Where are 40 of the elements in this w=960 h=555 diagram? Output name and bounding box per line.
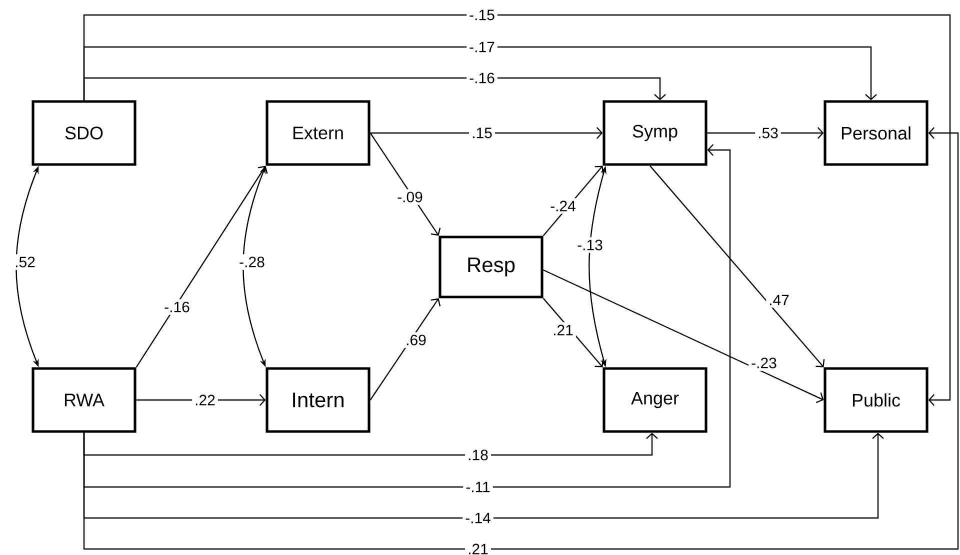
path-arrow — [543, 269, 824, 404]
path-coefficient: -.11 — [463, 479, 493, 495]
path-coefficient: .47 — [766, 292, 792, 308]
path-coefficient: .22 — [192, 392, 218, 408]
variable-box: Public — [824, 367, 928, 433]
path-coefficient: -.17 — [466, 39, 498, 55]
path-arrow — [83, 432, 658, 456]
path-arrow — [370, 127, 603, 139]
path-coefficient: -.28 — [236, 254, 268, 270]
variable-box: SDO — [32, 100, 136, 166]
variable-box: Extern — [266, 100, 370, 166]
path-arrow — [83, 432, 884, 519]
variable-box: Resp — [438, 236, 544, 298]
path-arrow — [136, 166, 268, 368]
path-coefficient: -.24 — [548, 198, 578, 214]
variable-box: Anger — [602, 367, 708, 433]
path-coefficient: -.13 — [574, 237, 606, 253]
path-coefficient: .15 — [469, 125, 495, 141]
path-arrow — [83, 46, 877, 100]
path-coefficient: .21 — [550, 322, 576, 338]
path-coefficient: -.23 — [748, 355, 780, 371]
variable-box: Intern — [266, 367, 370, 433]
path-arrow — [83, 144, 731, 488]
path-arrow — [83, 77, 666, 100]
path-coefficient: -.16 — [466, 70, 498, 86]
path-coefficient: .53 — [755, 125, 781, 141]
path-coefficient: -.14 — [462, 510, 494, 526]
variable-box: RWA — [32, 367, 136, 433]
path-coefficient: .21 — [465, 541, 491, 555]
path-coefficient: -.15 — [466, 7, 498, 23]
path-coefficient: -.09 — [394, 189, 426, 205]
path-coefficient: .18 — [465, 447, 491, 463]
path-arrow — [83, 14, 951, 406]
path-arrow — [83, 127, 959, 550]
path-arrow — [650, 165, 825, 368]
path-coefficient: -.16 — [162, 299, 192, 315]
variable-box: Symp — [602, 100, 708, 166]
path-coefficient: .52 — [12, 254, 38, 270]
path-coefficient: .69 — [403, 332, 429, 348]
variable-box: Personal — [824, 100, 928, 166]
